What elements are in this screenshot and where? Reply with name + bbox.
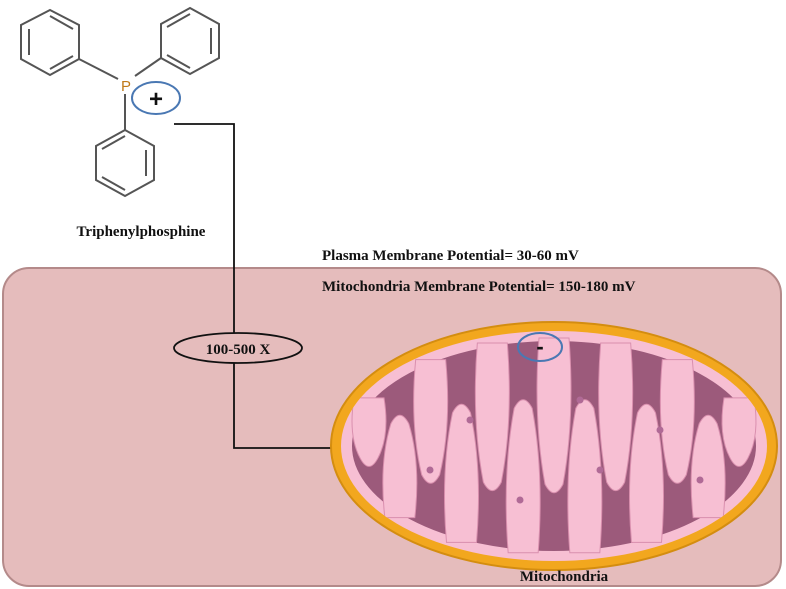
phosphorus-atom-label: P xyxy=(121,78,131,95)
negative-charge-ring xyxy=(517,332,563,362)
matrix-granule xyxy=(426,466,434,474)
positive-charge-symbol: + xyxy=(149,86,163,113)
bond-left xyxy=(78,58,119,80)
crista-fold xyxy=(659,359,695,484)
crista-fold xyxy=(690,414,726,519)
crista-fold xyxy=(444,403,479,543)
matrix-granule xyxy=(696,476,704,484)
phenyl-ring-bottom xyxy=(95,128,155,198)
accumulation-ellipse xyxy=(173,332,303,364)
phenyl-ring-right xyxy=(160,6,220,76)
matrix-granule xyxy=(466,416,474,424)
bond-right xyxy=(134,57,162,77)
mitochondria-membrane-potential: Mitochondria Membrane Potential= 150-180… xyxy=(322,279,636,295)
negative-charge-symbol: - xyxy=(536,334,543,359)
crista-fold xyxy=(598,342,634,492)
uptake-arrow xyxy=(174,123,400,455)
molecule-name: Triphenylphosphine xyxy=(77,224,206,240)
crista-fold xyxy=(351,397,387,467)
cristae xyxy=(341,331,767,561)
mitochondrion xyxy=(330,321,778,571)
mitochondria-label: Mitochondria xyxy=(520,569,609,585)
inner-membrane-rim xyxy=(341,331,767,561)
crista-fold xyxy=(721,397,757,467)
crista-fold xyxy=(567,399,603,554)
triphenylphosphine-structure xyxy=(20,6,220,198)
crista-fold xyxy=(536,337,572,494)
matrix-granule xyxy=(596,466,604,474)
crista-fold xyxy=(505,399,541,554)
matrix-granule xyxy=(576,396,584,404)
crista-fold xyxy=(382,414,418,519)
matrix-granule xyxy=(516,496,524,504)
crista-fold xyxy=(474,342,510,492)
accumulation-label: 100-500 X xyxy=(206,342,271,358)
matrix-granule xyxy=(656,426,664,434)
positive-charge-ring xyxy=(131,81,181,115)
crista-fold xyxy=(629,403,664,543)
plasma-membrane-potential: Plasma Membrane Potential= 30-60 mV xyxy=(322,248,579,264)
phenyl-ring-left xyxy=(20,8,80,77)
crista-fold xyxy=(413,359,449,484)
